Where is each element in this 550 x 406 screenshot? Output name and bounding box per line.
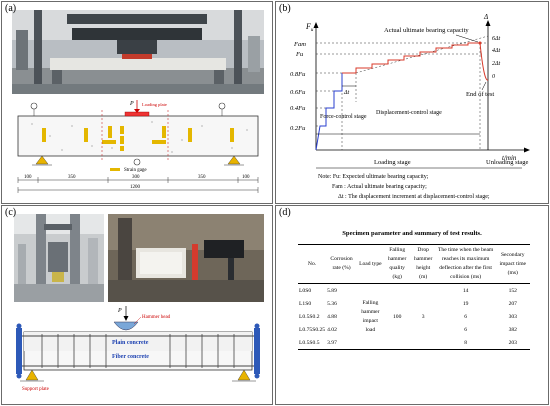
cell-secondary: 303 [508, 313, 517, 320]
note-line: Δt : The displacement increment at displ… [338, 194, 490, 200]
y-axis-label: Fu [305, 22, 314, 33]
panel-label: (b) [279, 3, 291, 14]
cell-corrosion: 5.36 [327, 300, 337, 307]
cell-no: L1S0 [299, 300, 312, 307]
panel-c: (c) [1, 205, 273, 405]
cell-secondary: 203 [508, 339, 517, 346]
table-row: L0.75S0.25 4.02 6 382 [298, 323, 530, 336]
y-tick: 0.2Fu [290, 125, 306, 132]
col-header: Secondary impact time (ms) [499, 251, 527, 276]
panel-d: (d) Specimen parameter and summary of te… [275, 205, 549, 405]
col-header: Falling hammer quality (kg) [388, 247, 407, 280]
load-type-line: impact load [362, 317, 378, 333]
loading-stage-label: Loading stage [374, 159, 411, 166]
y-tick: 0.8Fu [290, 71, 306, 78]
y-tick: Fu [295, 51, 304, 58]
impact-load-label: P [117, 308, 122, 314]
cell-corrosion: 4.88 [327, 313, 337, 320]
col-header: No. [307, 260, 317, 267]
fiber-concrete-label: Fiber concrete [112, 354, 149, 360]
col-header: The time when the beam reaches its maxim… [437, 247, 494, 280]
col-header: Load type [359, 260, 382, 267]
cell-first-collision: 6 [464, 326, 468, 333]
specimen-table: No. Corrosion rate (%) Load type Falling… [298, 244, 530, 350]
displacement-stage-label: Displacement-control stage [376, 110, 442, 116]
table-row: L1S0 5.36 19 207 [298, 297, 530, 310]
cell-drop-height: 3 [421, 313, 425, 320]
panel-label: (a) [5, 3, 17, 14]
panel-a: (a) [1, 1, 273, 204]
col-header: Corrosion rate (%) [330, 256, 353, 271]
col-header: Drop hammer height (m) [414, 247, 433, 280]
peak-annotation: Actual ultimate bearing capacity [384, 27, 469, 34]
total-span-label: 1200 [130, 185, 141, 190]
support-plate-label: Support plate [22, 387, 50, 392]
note-line: Note: Fu: Expected ultimate bearing capa… [318, 174, 429, 180]
hammer-head-label: Hammer head [142, 315, 171, 320]
cell-secondary: 207 [508, 300, 517, 307]
y-tick: 0.6Fu [290, 89, 306, 96]
cell-load-type: Falling hammer impact load [357, 284, 384, 350]
cell-first-collision: 19 [462, 300, 469, 307]
cell-corrosion: 4.02 [327, 326, 337, 333]
table-row: L0S0 5.89 Falling hammer impact load 100… [298, 284, 530, 333]
cell-secondary: 152 [508, 287, 517, 294]
test-rig-photo [12, 10, 264, 94]
right-tick: 2Δt [492, 61, 501, 67]
drop-hammer-tower-photo [14, 214, 104, 302]
cell-no: L0.75S0.25 [299, 326, 326, 333]
dim-label: 100 [24, 175, 32, 180]
force-stage-label: Force-control stage [320, 114, 367, 120]
note-line: Fam : Actual ultimate bearing capacity; [332, 184, 427, 190]
right-tick: 4Δt [492, 47, 501, 54]
dim-label: 300 [132, 175, 140, 180]
cell-hammer-quality: 100 [393, 313, 402, 320]
right-axis-label: Δ [483, 13, 488, 21]
cell-secondary: 382 [508, 326, 517, 333]
specimen-setup-photo [108, 214, 264, 302]
panel-label: (d) [279, 207, 291, 218]
right-tick: 6Δt [492, 36, 501, 42]
cell-no: L0.5S0.2 [299, 313, 320, 320]
cell-no: L0.5S0.5 [299, 339, 320, 346]
cell-corrosion: 5.89 [327, 287, 337, 294]
loading-plate-label: Loading plate [142, 102, 167, 107]
load-type-line: hammer [361, 308, 380, 315]
cell-no: L0S0 [299, 287, 312, 294]
table-title: Specimen parameter and summary of test r… [342, 230, 482, 237]
y-tick: 0.4Fu [290, 105, 306, 112]
impact-schematic: P Hammer head Plain con [2, 304, 272, 404]
end-of-test-annotation: End of test [466, 91, 494, 98]
load-label: P [129, 101, 134, 107]
strain-gage-label: Strain gage [124, 168, 147, 173]
unloading-stage-label: Unloading stage [486, 159, 529, 166]
plain-concrete-label: Plain concrete [112, 340, 149, 346]
x-axis-label: t/min [502, 154, 517, 162]
table-row: L0.5S0.2 4.88 6 303 [298, 310, 530, 323]
beam-schematic: P Loading plate Strain gage [2, 96, 272, 203]
load-type-line: Falling [362, 299, 379, 306]
cell-first-collision: 8 [464, 339, 468, 346]
dim-label: 350 [68, 175, 76, 180]
loading-protocol-diagram: Fu Δ t/min Fam Fu 0.8Fu 0.6Fu 0.4Fu 0.2F… [290, 13, 530, 200]
cell-first-collision: 6 [464, 313, 468, 320]
dim-label: 350 [198, 175, 206, 180]
delta-t-label: Δt [343, 90, 350, 96]
panel-label: (c) [5, 207, 17, 218]
cell-first-collision: 14 [462, 287, 469, 294]
dim-label: 100 [242, 175, 250, 180]
cell-corrosion: 3.97 [327, 339, 337, 346]
y-tick: Fam [293, 41, 306, 48]
panel-b: (b) Fu Δ t/min Fam Fu 0.8Fu 0.6Fu 0.4Fu … [275, 1, 549, 204]
right-tick: 0 [492, 74, 495, 80]
